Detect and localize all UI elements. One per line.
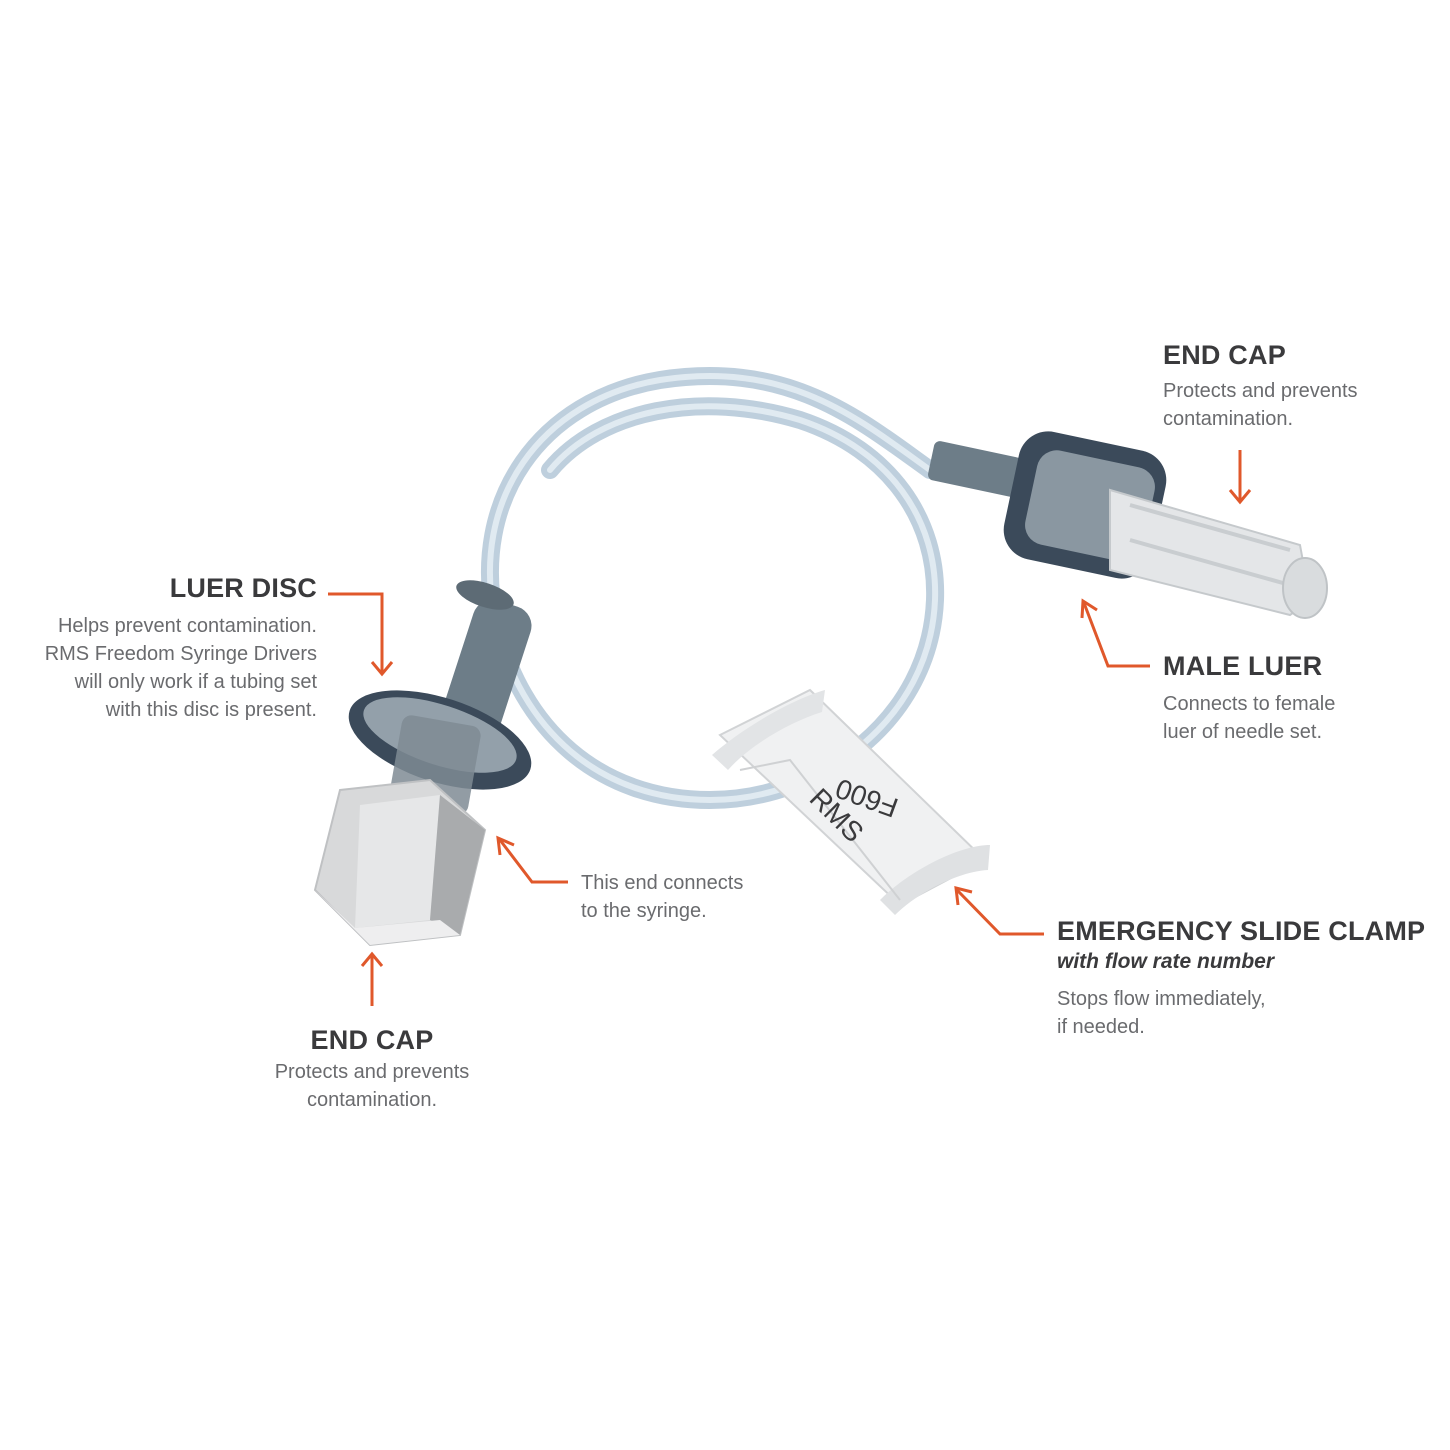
label-male-luer: MALE LUER Connects to female luer of nee…	[1163, 650, 1423, 746]
male-luer-assembly	[928, 431, 1328, 619]
arrow-syringe-end	[498, 839, 568, 884]
callout-arrows	[328, 450, 1252, 1006]
luer-disc-desc: Helps prevent contamination. RMS Freedom…	[44, 615, 317, 721]
male-luer-desc: Connects to female luer of needle set.	[1163, 693, 1336, 743]
tubing	[481, 367, 945, 810]
end-cap-top-title: END CAP	[1163, 340, 1286, 370]
slide-clamp: F600 RMS	[712, 688, 990, 915]
arrow-luer-disc	[328, 592, 384, 672]
end-cap-bottom-desc: Protects and prevents contamination.	[274, 1061, 470, 1111]
arrow-male-luer	[1082, 602, 1150, 668]
slide-clamp-desc: Stops flow immediately, if needed.	[1057, 988, 1266, 1038]
label-slide-clamp: EMERGENCY SLIDE CLAMP with flow rate num…	[1057, 915, 1437, 1041]
end-cap-syringe-side	[313, 778, 487, 947]
luer-disc-assembly	[348, 580, 532, 815]
label-end-cap-top: END CAP Protects and prevents contaminat…	[1163, 339, 1423, 433]
arrow-slide-clamp	[955, 888, 1044, 936]
label-end-cap-bottom: END CAP Protects and prevents contaminat…	[222, 1024, 522, 1114]
end-cap-top-desc: Protects and prevents contamination.	[1163, 380, 1358, 430]
syringe-end-desc: This end connects to the syringe.	[581, 872, 744, 922]
slide-clamp-subtitle: with flow rate number	[1057, 950, 1275, 973]
label-luer-disc: LUER DISC Helps prevent contamination. R…	[20, 572, 317, 724]
luer-disc-title: LUER DISC	[169, 573, 317, 603]
label-syringe-end: This end connects to the syringe.	[581, 869, 801, 925]
male-luer-title: MALE LUER	[1163, 651, 1323, 681]
slide-clamp-title: EMERGENCY SLIDE CLAMP	[1057, 916, 1426, 946]
end-cap-bottom-title: END CAP	[310, 1025, 434, 1055]
